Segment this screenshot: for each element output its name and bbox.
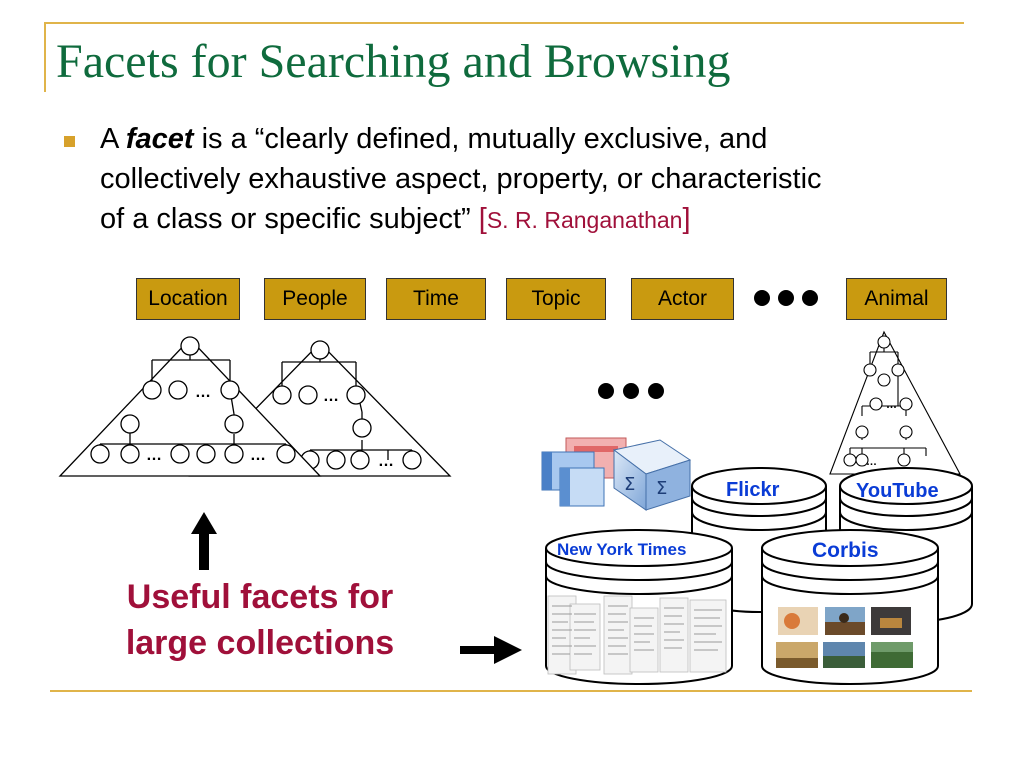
caption-line-1: Useful facets for	[126, 578, 394, 616]
bottom-rule	[50, 690, 972, 692]
top-rule	[44, 22, 964, 24]
bullet-line2: collectively exhaustive aspect, property…	[100, 163, 822, 195]
cite-author: S. R. Ranganathan	[486, 207, 683, 233]
caption-line-2: large collections	[125, 624, 395, 662]
tree2-ellipsis: …	[323, 388, 339, 405]
left-rule	[44, 22, 46, 92]
hierarchy-tree-1	[58, 336, 322, 477]
caption: Useful facets for large collections	[60, 574, 460, 666]
ellipsis-dots-top	[754, 290, 818, 306]
hierarchy-tree-3	[829, 330, 961, 475]
up-arrow-icon	[191, 512, 217, 570]
facet-animal: Animal	[846, 278, 947, 320]
tree3-ellipsis: …	[886, 399, 897, 411]
svg-text:Σ: Σ	[656, 478, 667, 499]
cube-stack-icon: Σ Σ	[541, 437, 692, 511]
facet-term: facet	[125, 123, 194, 155]
facet-time: Time	[386, 278, 486, 320]
ellipsis-dots-middle	[598, 383, 664, 399]
tree1-ellipsis-bottom-a: …	[146, 447, 162, 464]
bullet-square-icon	[64, 136, 75, 147]
facet-location: Location	[136, 278, 240, 320]
facet-people: People	[264, 278, 366, 320]
facet-topic: Topic	[506, 278, 606, 320]
label-flickr: Flickr	[726, 479, 780, 501]
svg-text:Σ: Σ	[624, 474, 635, 495]
label-youtube: YouTube	[856, 480, 939, 502]
newspaper-thumbnails	[547, 595, 727, 675]
label-new-york-times: New York Times	[557, 540, 687, 559]
cite-open: [	[478, 203, 487, 235]
bullet-line3: of a class or specific subject”	[100, 203, 479, 235]
photo-thumbnails	[776, 607, 913, 668]
tree1-ellipsis-bottom-b: …	[250, 447, 266, 464]
definition-bullet: A facet is a “clearly defined, mutually …	[100, 119, 980, 240]
bullet-line1: is a “clearly defined, mutually exclusiv…	[193, 123, 768, 155]
facet-actor: Actor	[631, 278, 734, 320]
right-arrow-icon	[460, 636, 522, 664]
tree1-ellipsis: …	[195, 384, 211, 401]
bullet-prefix: A	[100, 123, 126, 155]
tree3-ellipsis-bottom: …	[866, 456, 877, 468]
tree2-ellipsis-bottom: …	[378, 453, 394, 470]
cite-close: ]	[682, 203, 691, 235]
slide-title: Facets for Searching and Browsing	[56, 35, 731, 88]
label-corbis: Corbis	[812, 539, 879, 562]
